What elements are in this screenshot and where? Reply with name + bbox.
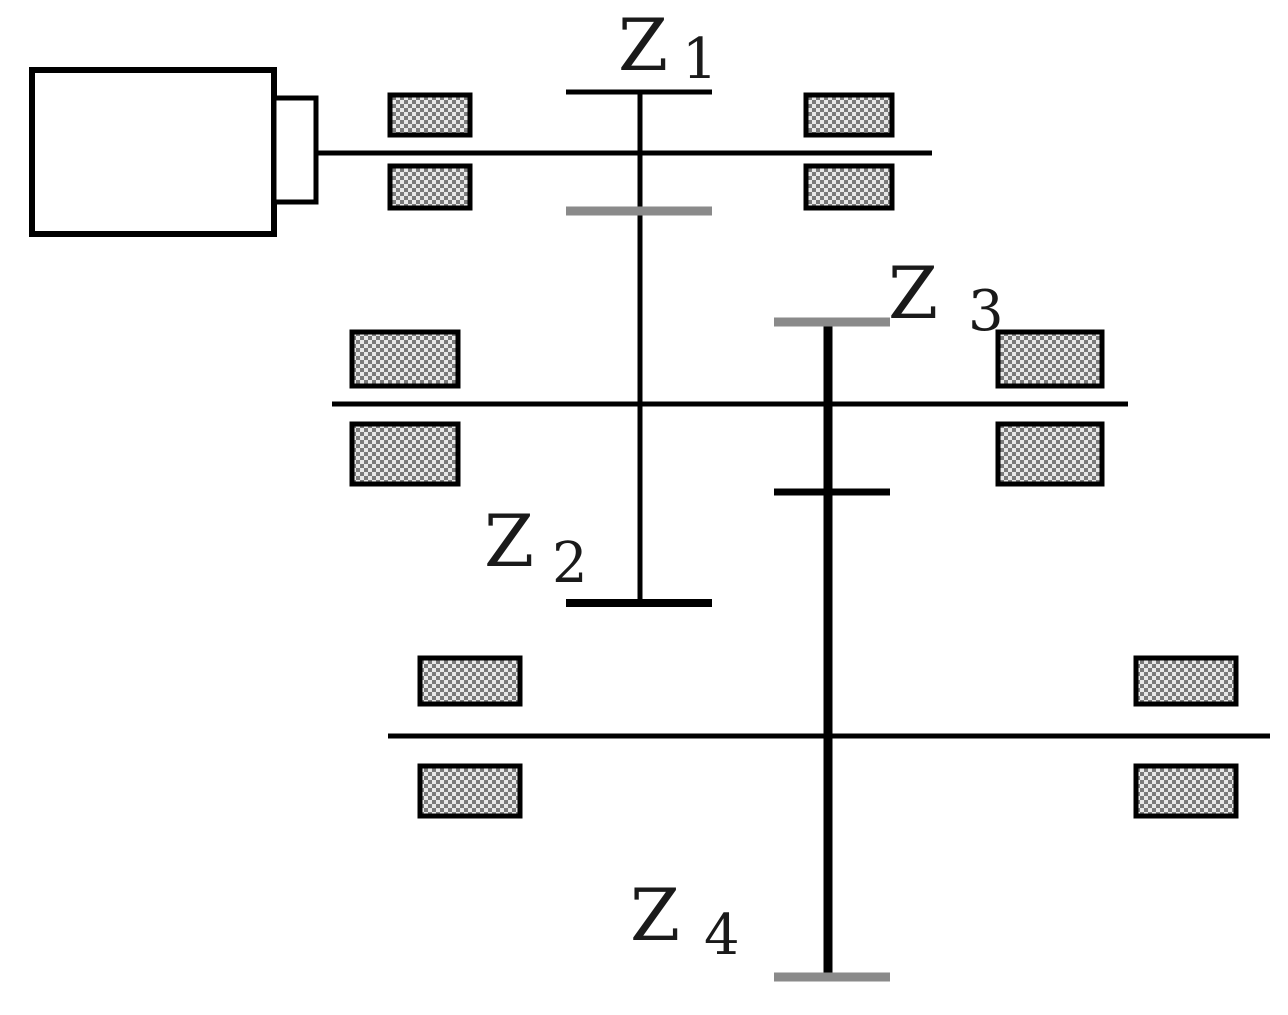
motor-coupling bbox=[271, 95, 319, 205]
bearing-shaft3-left bbox=[417, 655, 523, 819]
bearing-shaft3-right bbox=[1133, 655, 1239, 819]
bearing-shaft1-right bbox=[803, 92, 895, 211]
bearing-shaft1-left bbox=[387, 92, 473, 211]
motor-body bbox=[29, 67, 277, 237]
bearing-shaft2-right bbox=[995, 329, 1105, 487]
bearing-shaft2-left bbox=[349, 329, 461, 487]
